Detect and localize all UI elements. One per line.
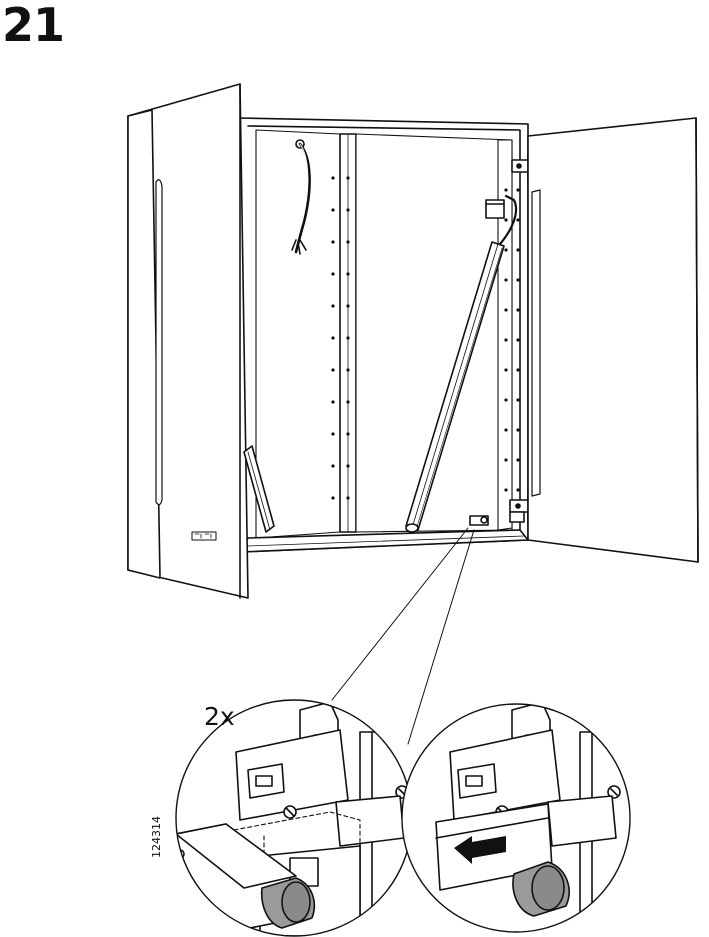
push-catch-location bbox=[470, 516, 488, 525]
quantity-label: 2x bbox=[204, 702, 235, 731]
right-door bbox=[528, 118, 698, 562]
callout-lines bbox=[332, 528, 474, 744]
part-number: 124314 bbox=[150, 816, 163, 858]
detail-view-2 bbox=[400, 700, 636, 936]
cabinet-illustration bbox=[128, 84, 698, 598]
left-door bbox=[128, 84, 248, 598]
cabinet-body bbox=[240, 118, 528, 552]
detail-view-1 bbox=[176, 700, 412, 936]
